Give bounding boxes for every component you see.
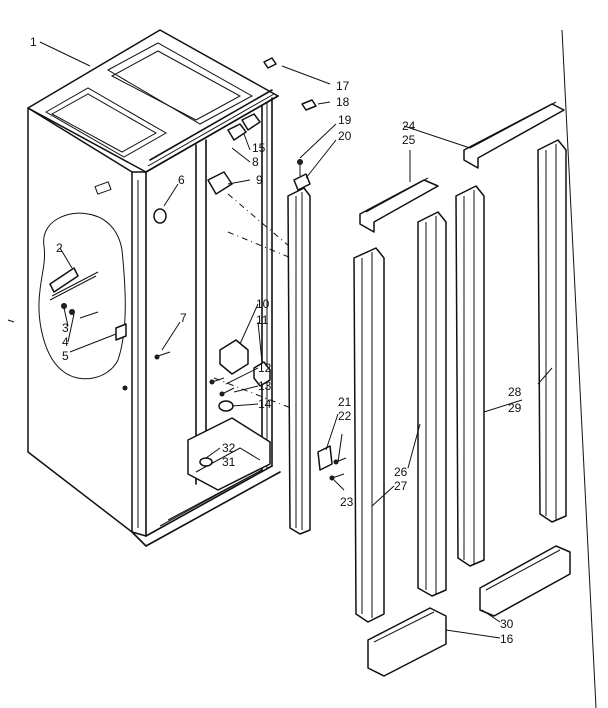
callout-4: 4 — [62, 335, 69, 349]
top-channels — [359, 101, 565, 233]
callout-17: 17 — [336, 79, 350, 93]
callout-30: 30 — [500, 617, 514, 631]
callout-21: 21 — [338, 395, 352, 409]
callout-6: 6 — [178, 173, 185, 187]
callout-8: 8 — [252, 155, 259, 169]
callout-20: 20 — [338, 129, 352, 143]
callout-1: 1 — [30, 35, 37, 49]
callout-24: 24 — [402, 119, 416, 133]
callout-19: 19 — [338, 113, 352, 127]
callout-15: 15 — [252, 141, 266, 155]
scan-mark — [7, 319, 15, 323]
cabinet-shell — [27, 29, 281, 547]
callout-9: 9 — [256, 173, 263, 187]
callout-7: 7 — [180, 311, 187, 325]
callout-leaders — [39, 41, 553, 639]
callout-31: 31 — [222, 455, 236, 469]
callout-2: 2 — [56, 241, 63, 255]
callout-16: 16 — [500, 632, 514, 646]
callout-10: 10 — [256, 297, 270, 311]
callout-27: 27 — [394, 479, 408, 493]
callout-12: 12 — [258, 361, 272, 375]
callout-25: 25 — [402, 133, 416, 147]
callout-13: 13 — [258, 379, 272, 393]
callout-18: 18 — [336, 95, 350, 109]
callout-32: 32 — [222, 441, 236, 455]
callout-14: 14 — [258, 397, 272, 411]
callout-26: 26 — [394, 465, 408, 479]
callout-29: 29 — [508, 401, 522, 415]
callout-28: 28 — [508, 385, 522, 399]
callout-11: 11 — [256, 313, 269, 327]
assembly-leader-lines — [213, 193, 297, 411]
callout-labels: 1 2 3 4 5 6 7 8 9 10 11 12 13 14 15 16 1… — [30, 35, 522, 646]
callout-22: 22 — [338, 409, 352, 423]
callout-5: 5 — [62, 349, 69, 363]
callout-23: 23 — [340, 495, 354, 509]
callout-3: 3 — [62, 321, 69, 335]
trim-strips — [287, 29, 597, 708]
bottom-channels — [367, 545, 571, 677]
